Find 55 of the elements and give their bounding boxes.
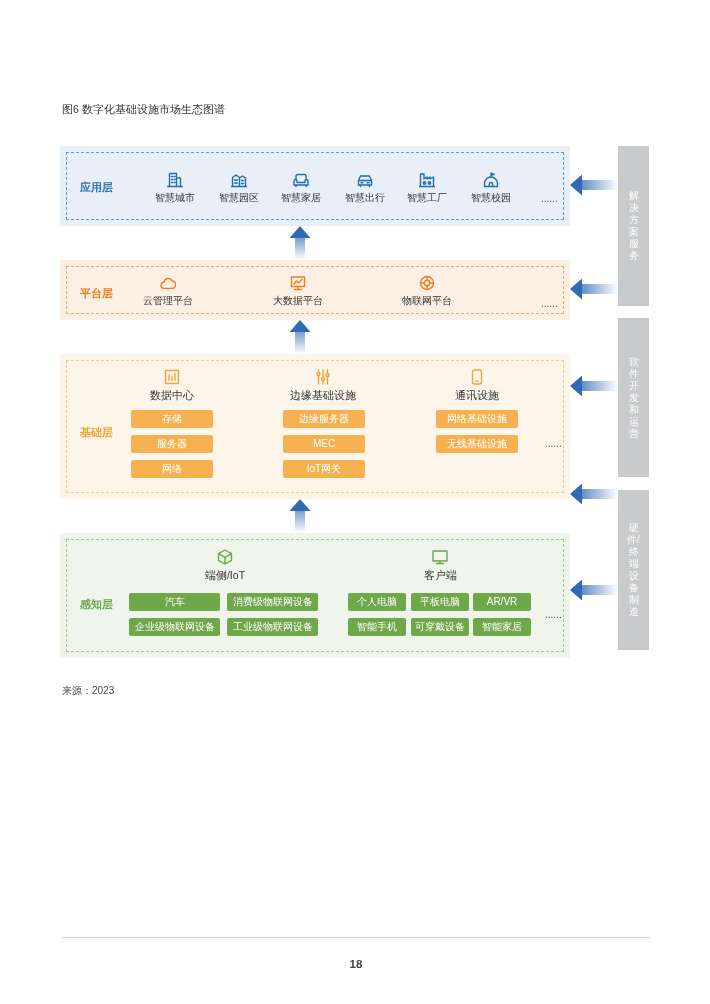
component-box: 网络基础设施 bbox=[436, 410, 518, 428]
layer-band bbox=[60, 354, 570, 499]
arrow bbox=[570, 278, 618, 300]
category-label: 大数据平台 bbox=[273, 294, 323, 307]
arrow bbox=[289, 226, 311, 260]
category-label: 云管理平台 bbox=[143, 294, 193, 307]
layer-title: 基础层 bbox=[80, 425, 113, 439]
component-box: 平板电脑 bbox=[411, 593, 469, 611]
arrow bbox=[570, 483, 618, 505]
component-box: 存储 bbox=[131, 410, 213, 428]
column-heading: 客户端 bbox=[423, 569, 457, 582]
arrow bbox=[570, 375, 618, 397]
column-heading: 通讯设施 bbox=[455, 389, 499, 402]
component-box: 服务器 bbox=[131, 435, 213, 453]
layer-title: 应用层 bbox=[80, 180, 113, 194]
figure-title: 图6 数字化基础设施市场生态图谱 bbox=[62, 103, 225, 116]
layer-title: 平台层 bbox=[80, 286, 113, 300]
arrow bbox=[289, 320, 311, 354]
category-label: 智慧出行 bbox=[345, 191, 385, 204]
category-label: 智慧城市 bbox=[155, 191, 195, 204]
component-box: 工业级物联网设备 bbox=[227, 618, 318, 636]
arrow bbox=[570, 579, 618, 601]
component-box: 个人电脑 bbox=[348, 593, 406, 611]
ellipsis-mark: ...... bbox=[541, 297, 558, 311]
component-box: MEC bbox=[283, 435, 365, 453]
layer-title: 感知层 bbox=[80, 597, 113, 611]
column-heading: 数据中心 bbox=[150, 389, 194, 402]
layer-band bbox=[60, 260, 570, 320]
component-box: 智能手机 bbox=[348, 618, 406, 636]
component-box: 网络 bbox=[131, 460, 213, 478]
component-box: 消费级物联网设备 bbox=[227, 593, 318, 611]
category-label: 智慧工厂 bbox=[407, 191, 447, 204]
component-box: 企业级物联网设备 bbox=[129, 618, 220, 636]
component-box: IoT网关 bbox=[283, 460, 365, 478]
component-box: 智能家居 bbox=[473, 618, 531, 636]
column-heading: 端侧/IoT bbox=[204, 569, 246, 582]
arrow bbox=[570, 174, 618, 196]
ellipsis-mark: ...... bbox=[541, 192, 558, 206]
ellipsis-mark: ...... bbox=[545, 608, 562, 622]
category-label: 物联网平台 bbox=[402, 294, 452, 307]
layer-band bbox=[60, 533, 570, 658]
component-box: 汽车 bbox=[129, 593, 220, 611]
category-label: 智慧校园 bbox=[471, 191, 511, 204]
category-label: 智慧园区 bbox=[219, 191, 259, 204]
column-heading: 边缘基础设施 bbox=[290, 389, 356, 402]
arrow bbox=[289, 499, 311, 533]
component-box: AR/VR bbox=[473, 593, 531, 611]
component-box: 可穿戴设备 bbox=[411, 618, 469, 636]
page-number: 18 bbox=[349, 957, 363, 971]
ellipsis-mark: ...... bbox=[545, 437, 562, 451]
component-box: 边缘服务器 bbox=[283, 410, 365, 428]
component-box: 无线基础设施 bbox=[436, 435, 518, 453]
source-note: 来源：2023 bbox=[62, 684, 115, 698]
layer-band bbox=[60, 146, 570, 226]
category-label: 智慧家居 bbox=[281, 191, 321, 204]
